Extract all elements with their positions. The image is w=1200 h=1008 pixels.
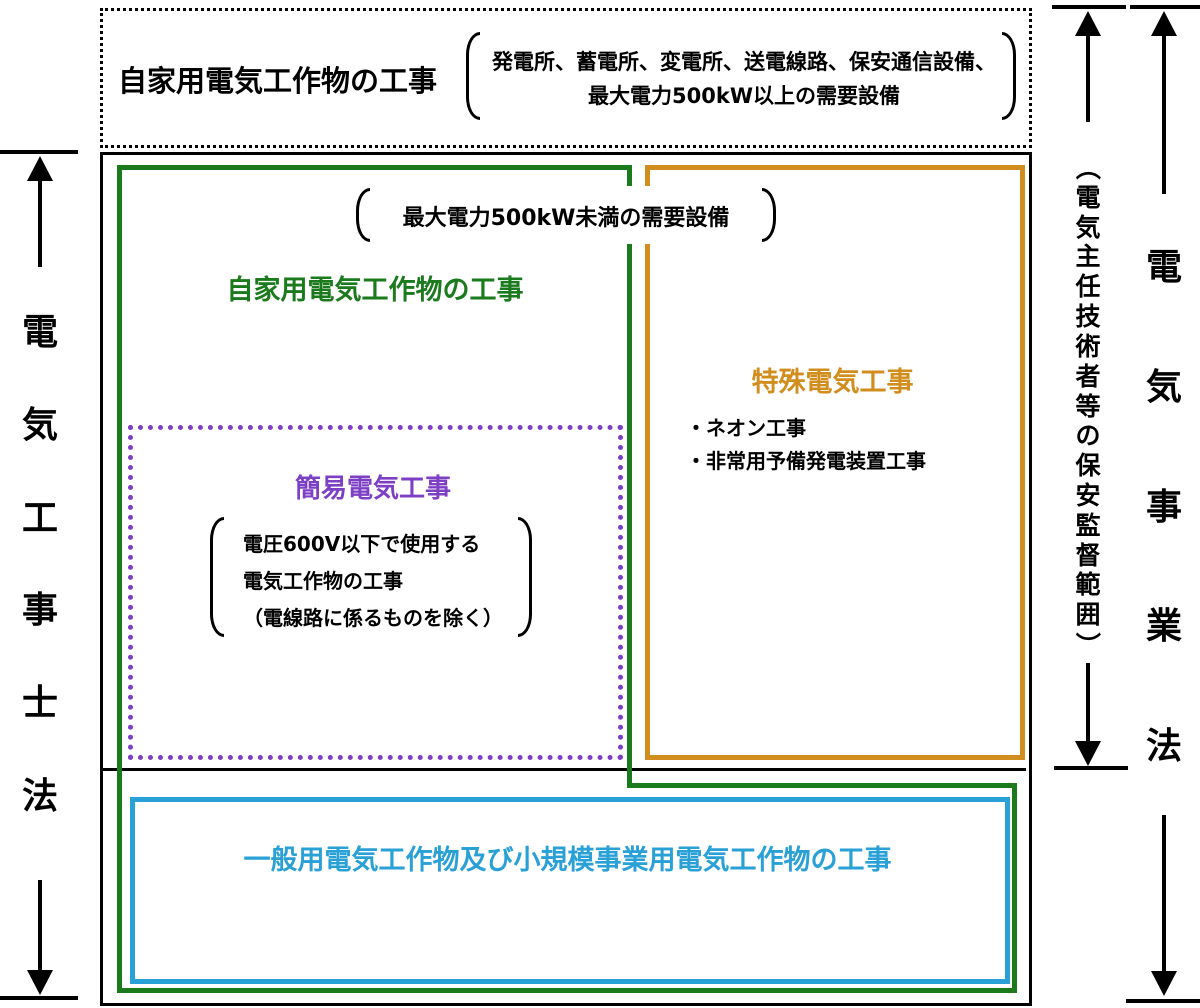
supervision-axis-line-bottom xyxy=(1086,663,1090,743)
business-law-axis-top-bar xyxy=(1130,5,1200,9)
supervision-axis-top-bar xyxy=(1052,5,1126,9)
private-works-under-500kw-title: 自家用電気工作物の工事 xyxy=(226,275,524,306)
supervision-axis-arrow-up-icon xyxy=(1075,11,1101,36)
simple-bracket-text: 電圧600V以下で使用する 電気工作物の工事 （電線路に係るものを除く） xyxy=(243,526,513,637)
simple-bracket-left xyxy=(210,517,224,637)
private-facilities-500kw-over-box xyxy=(100,8,1032,148)
business-law-axis-arrow-up-icon xyxy=(1151,11,1177,36)
left-axis-arrow-up-icon xyxy=(27,156,53,181)
green-border-right-lower xyxy=(1012,783,1017,993)
left-axis-label: 電気工事士法 xyxy=(21,312,58,817)
business-law-axis-label: 電気事業法 xyxy=(1145,247,1182,767)
simple-bracket-line2: 電気工作物の工事 xyxy=(243,569,403,593)
main-outer-box xyxy=(100,152,1032,1006)
private-facilities-500kw-over-title: 自家用電気工作物の工事 xyxy=(118,64,438,98)
business-law-axis-bottom-bar xyxy=(1126,999,1200,1003)
simple-bracket-line1: 電圧600V以下で使用する xyxy=(243,532,481,556)
horizontal-divider xyxy=(100,768,1026,771)
under-500kw-bracket-text: 最大電力500kW未満の需要設備 xyxy=(402,206,730,231)
top-bracket-left xyxy=(466,32,480,120)
green-border-right-upper xyxy=(627,165,632,788)
supervision-axis-label: （電気主任技術者等の保安監督範囲） xyxy=(1073,154,1103,658)
supervision-axis-line-top xyxy=(1086,34,1090,122)
top-bracket-text: 発電所、蓄電所、変電所、送電線路、保安通信設備、 最大電力500kW以上の需要設… xyxy=(488,45,1000,113)
left-axis-line-bottom xyxy=(38,880,42,972)
special-works-item-neon: ・ネオン工事 xyxy=(686,416,806,440)
general-works-box xyxy=(130,797,1010,984)
green-border-top xyxy=(117,165,632,170)
under-500kw-bracket-left xyxy=(356,188,370,242)
supervision-axis-arrow-down-icon xyxy=(1075,741,1101,766)
supervision-axis-bottom-bar xyxy=(1054,766,1128,770)
simple-bracket-right xyxy=(518,517,532,637)
top-bracket-line2: 最大電力500kW以上の需要設備 xyxy=(588,84,900,108)
business-law-axis-arrow-down-icon xyxy=(1151,971,1177,996)
under-500kw-bracket-group: 最大電力500kW未満の需要設備 xyxy=(348,186,784,244)
business-law-axis-line-top xyxy=(1162,34,1166,194)
special-works-item-generator: ・非常用予備発電装置工事 xyxy=(686,449,926,473)
special-works-box xyxy=(645,165,1025,760)
simple-works-box xyxy=(128,425,623,760)
business-law-axis-line-bottom xyxy=(1162,815,1166,973)
green-border-left xyxy=(117,165,122,993)
left-axis-top-bar xyxy=(0,150,78,154)
general-works-title: 一般用電気工作物及び小規模事業用電気工作物の工事 xyxy=(243,845,892,876)
top-bracket-right xyxy=(1002,32,1016,120)
special-works-title: 特殊電気工事 xyxy=(751,367,914,398)
under-500kw-bracket-right xyxy=(762,188,776,242)
simple-bracket-line3: （電線路に係るものを除く） xyxy=(243,606,503,630)
green-border-mid xyxy=(627,783,1017,788)
green-border-bottom xyxy=(117,988,1017,993)
left-axis-line-top xyxy=(38,179,42,267)
simple-works-title: 簡易電気工事 xyxy=(294,474,451,504)
left-axis-arrow-down-icon xyxy=(27,970,53,995)
special-works-items: ・ネオン工事 ・非常用予備発電装置工事 xyxy=(686,412,1006,478)
left-axis-bottom-bar xyxy=(0,996,78,1000)
top-bracket-line1: 発電所、蓄電所、変電所、送電線路、保安通信設備、 xyxy=(492,50,996,74)
